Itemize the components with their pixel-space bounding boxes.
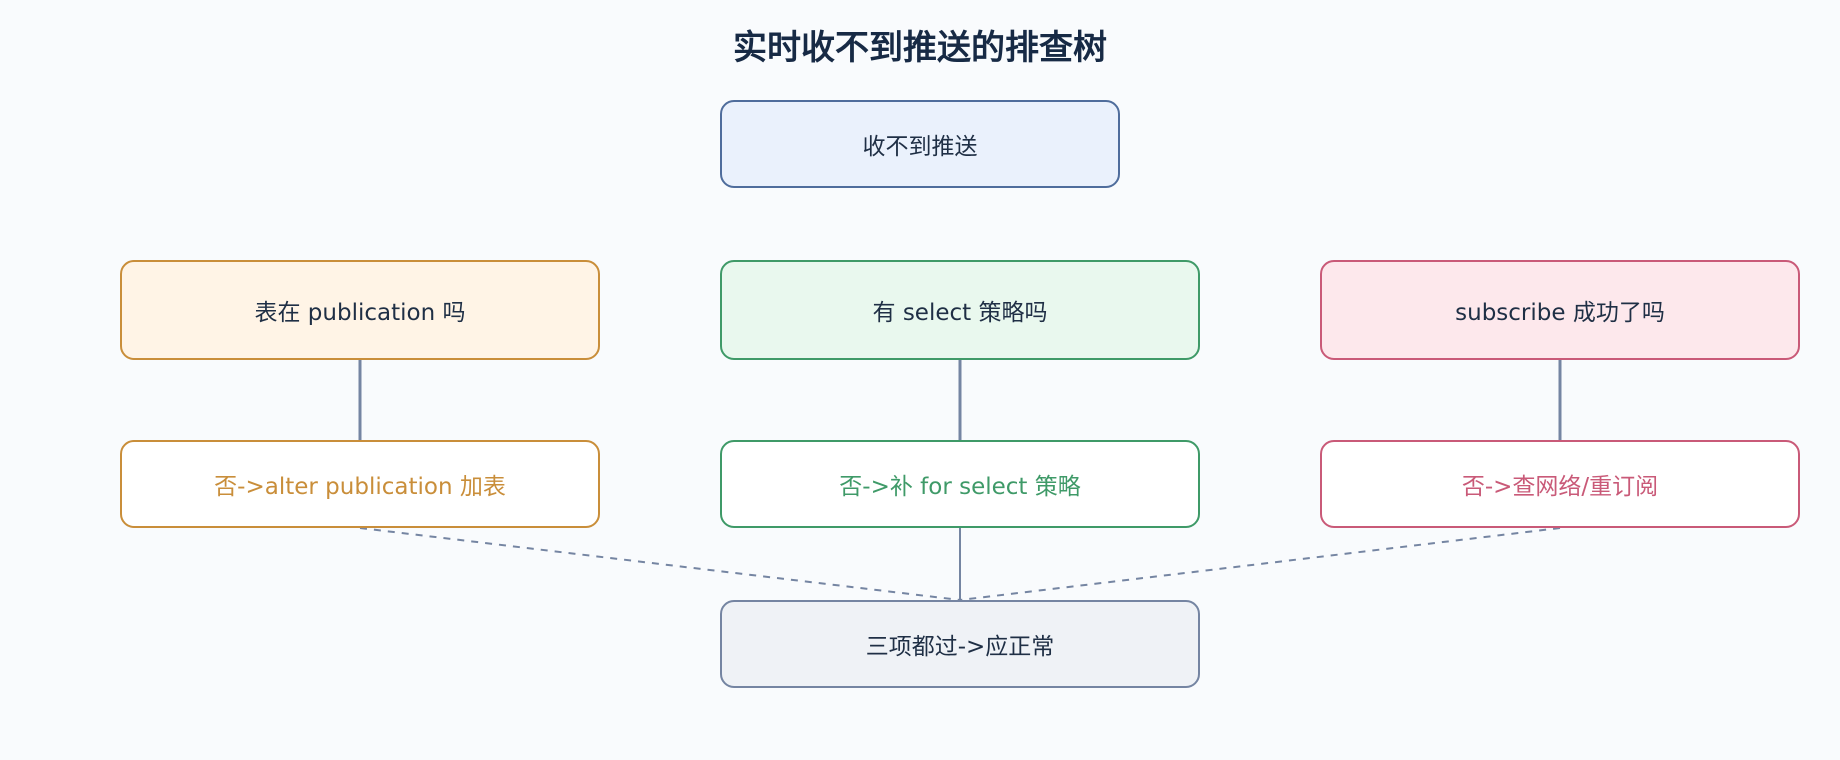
node-root: 收不到推送 bbox=[720, 100, 1120, 188]
node-check-subscribe: subscribe 成功了吗 bbox=[1320, 260, 1800, 360]
node-fix-publication: 否->alter publication 加表 bbox=[120, 440, 600, 528]
node-all-pass: 三项都过->应正常 bbox=[720, 600, 1200, 688]
edge-a1-final bbox=[359, 527, 961, 601]
edge-a3-final bbox=[959, 527, 1561, 601]
node-check-select-policy: 有 select 策略吗 bbox=[720, 260, 1200, 360]
diagram-title: 实时收不到推送的排查树 bbox=[733, 28, 1107, 68]
node-check-publication: 表在 publication 吗 bbox=[120, 260, 600, 360]
node-fix-network: 否->查网络/重订阅 bbox=[1320, 440, 1800, 528]
node-fix-select-policy: 否->补 for select 策略 bbox=[720, 440, 1200, 528]
